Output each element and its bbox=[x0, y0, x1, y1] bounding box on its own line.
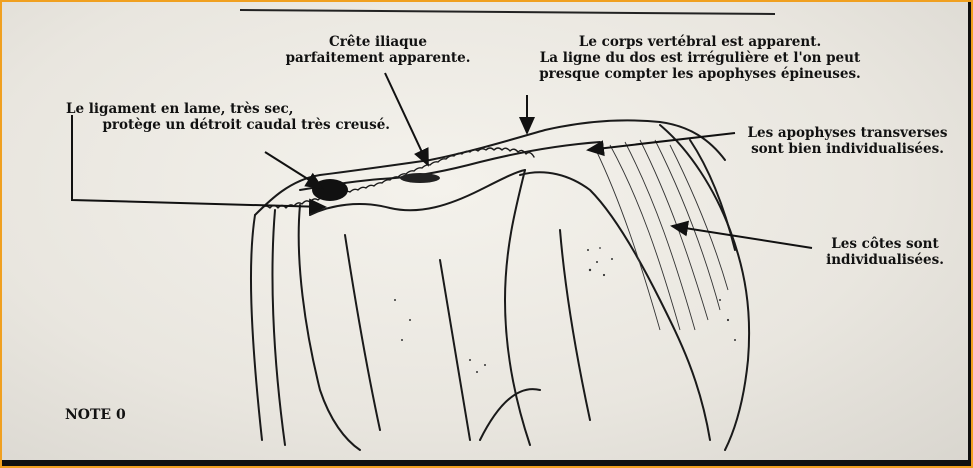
label-ligament-line1: Le ligament en lame, très sec, bbox=[40, 101, 390, 117]
arrow-detroit bbox=[265, 152, 322, 188]
flank bbox=[660, 125, 749, 450]
label-crete-line1: Crête iliaque bbox=[278, 34, 478, 50]
label-apophyses-line1: Les apophyses transverses bbox=[735, 125, 960, 141]
tail bbox=[251, 215, 262, 440]
top-rule bbox=[240, 10, 775, 14]
arrow-cotes bbox=[672, 226, 812, 248]
label-ligament-line2: protège un détroit caudal très creusé. bbox=[40, 117, 390, 133]
right-thigh bbox=[505, 170, 530, 445]
caudal-hollow bbox=[312, 179, 348, 201]
backline bbox=[255, 120, 725, 215]
label-ligament: Le ligament en lame, très sec, protège u… bbox=[40, 101, 390, 133]
label-corps-line1: Le corps vertébral est apparent. bbox=[515, 34, 885, 50]
score-label: NOTE 0 bbox=[65, 407, 126, 423]
label-apophyses-line2: sont bien individualisées. bbox=[735, 141, 960, 157]
label-cotes: Les côtes sont individualisées. bbox=[815, 236, 955, 268]
label-corps-vertebral: Le corps vertébral est apparent. La lign… bbox=[515, 34, 885, 82]
label-crete-iliaque: Crête iliaque parfaitement apparente. bbox=[278, 34, 478, 66]
label-apophyses-transverses: Les apophyses transverses sont bien indi… bbox=[735, 125, 960, 157]
left-thigh bbox=[299, 205, 360, 450]
label-corps-line3: presque compter les apophyses épineuses. bbox=[515, 66, 885, 82]
label-crete-line2: parfaitement apparente. bbox=[278, 50, 478, 66]
arrow-crete bbox=[385, 73, 428, 165]
label-cotes-line1: Les côtes sont bbox=[815, 236, 955, 252]
label-cotes-line2: individualisées. bbox=[815, 252, 955, 268]
label-corps-line2: La ligne du dos est irrégulière et l'on … bbox=[515, 50, 885, 66]
